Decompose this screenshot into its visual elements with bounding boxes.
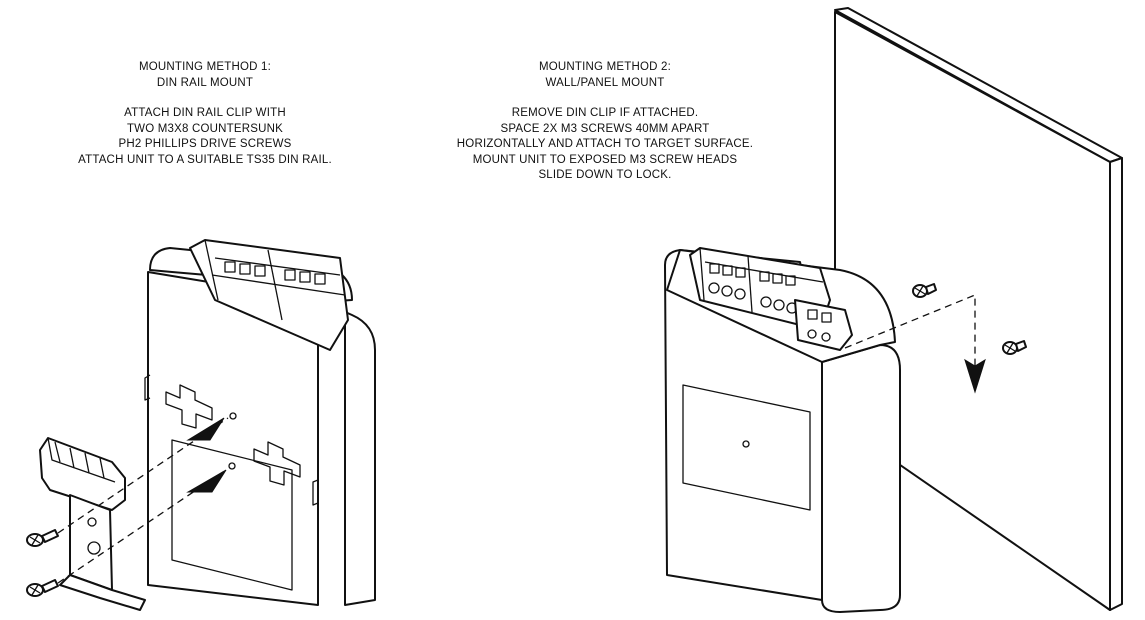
method-2-screw-left [912,283,937,298]
method-2-center-hole [742,440,750,448]
method-2-line-5: SLIDE DOWN TO LOCK. [538,169,672,181]
method-1-screw-lower [26,579,59,597]
method-1-unit [144,239,376,606]
method-2-label-area [682,384,811,511]
method-1-line-3: PH2 PHILLIPS DRIVE SCREWS [118,138,292,150]
method-2-subtitle: WALL/PANEL MOUNT [545,76,665,89]
method-2-unit [664,247,901,613]
method-2-caption: MOUNTING METHOD 2: WALL/PANEL MOUNT REMO… [440,60,770,184]
method-1-line-1: ATTACH DIN RAIL CLIP WITH [124,107,286,119]
method-1-label-area [171,439,293,591]
method-1-line-2: TWO M3X8 COUNTERSUNK [126,122,284,135]
method-1-arrow-upper [186,417,225,441]
method-1-caption: MOUNTING METHOD 1: DIN RAIL MOUNT ATTACH… [40,60,370,168]
method-1-screw-upper [26,529,59,547]
method-1-slot-lower [253,441,301,486]
method-2-line-3: HORIZONTALLY AND ATTACH TO TARGET SURFAC… [456,138,754,150]
method-1-title: MOUNTING METHOD 1: [138,61,271,73]
method-1-din-clip [39,437,146,611]
method-1-arrow-lower [186,469,227,493]
method-2-line-2: SPACE 2X M3 SCREWS 40MM APART [500,122,710,135]
method-1-guide-upper [57,417,229,534]
method-2-terminal-block [689,247,853,351]
method-1-subtitle: DIN RAIL MOUNT [156,76,254,89]
method-1-line-4: ATTACH UNIT TO A SUITABLE TS35 DIN RAIL. [78,153,332,166]
method-2-wall-panel [834,7,1123,611]
method-2-line-1: REMOVE DIN CLIP IF ATTACHED. [511,107,699,119]
method-2-title: MOUNTING METHOD 2: [538,61,671,73]
method-1-terminal-block [189,239,349,351]
method-1-hole-b [228,462,236,470]
method-1-guide-lower [57,469,227,584]
method-1-slot-upper [165,384,213,429]
method-2-line-4: MOUNT UNIT TO EXPOSED M3 SCREW HEADS [472,153,738,166]
method-1-hole-a [229,412,237,420]
method-2-screw-right [1002,340,1027,355]
method-2-slide-arrow [964,358,986,394]
